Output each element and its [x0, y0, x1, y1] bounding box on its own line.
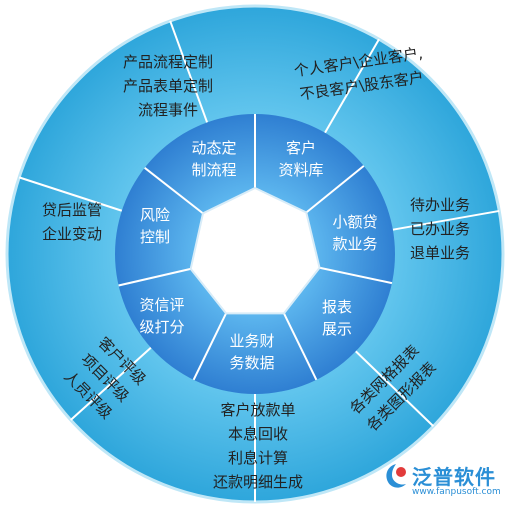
outer-divider-line: [169, 20, 209, 123]
outer-segment-label: 产品流程定制产品表单定制流程事件: [123, 53, 213, 119]
inner-segment-label: 客户资料库: [278, 139, 323, 179]
inner-segment-label: 资信评级打分: [139, 296, 184, 336]
inner-divider-line: [192, 312, 227, 381]
center-heptagon: [189, 186, 321, 315]
inner-dividers: [118, 114, 393, 381]
outer-divider-line: [392, 209, 500, 231]
outer-segment-label: 贷后监管企业变动: [42, 201, 102, 243]
inner-segment-label: 动态定制流程: [191, 139, 236, 179]
inner-divider-line: [144, 167, 204, 215]
brand-logo: 泛普软件 www.fanpusoft.com: [382, 460, 506, 504]
inner-segment-label: 业务财务数据: [229, 332, 274, 372]
outer-divider-line: [70, 346, 152, 421]
brand-name: 泛普软件: [412, 465, 496, 489]
inner-segment-label: 风险控制: [140, 206, 170, 246]
inner-divider-line: [305, 165, 365, 214]
brand-url: www.fanpusoft.com: [412, 487, 501, 497]
inner-segment-label: 报表展示: [322, 298, 352, 338]
outer-dividers: [18, 20, 500, 502]
outer-divider-line: [355, 350, 435, 427]
inner-divider-line: [319, 266, 393, 285]
outer-divider-line: [18, 176, 123, 212]
inner-divider-line: [283, 312, 318, 381]
inner-divider-line: [118, 267, 191, 287]
inner-segment-label: 小额贷款业务: [332, 213, 377, 253]
outer-divider-line: [324, 38, 380, 134]
fanpu-logo-icon: [386, 464, 406, 488]
outer-segment-label: 客户放款单本息回收利息计算还款明细生成: [213, 401, 303, 491]
outer-segment-label: 待办业务已办业务退单业务: [410, 196, 470, 262]
